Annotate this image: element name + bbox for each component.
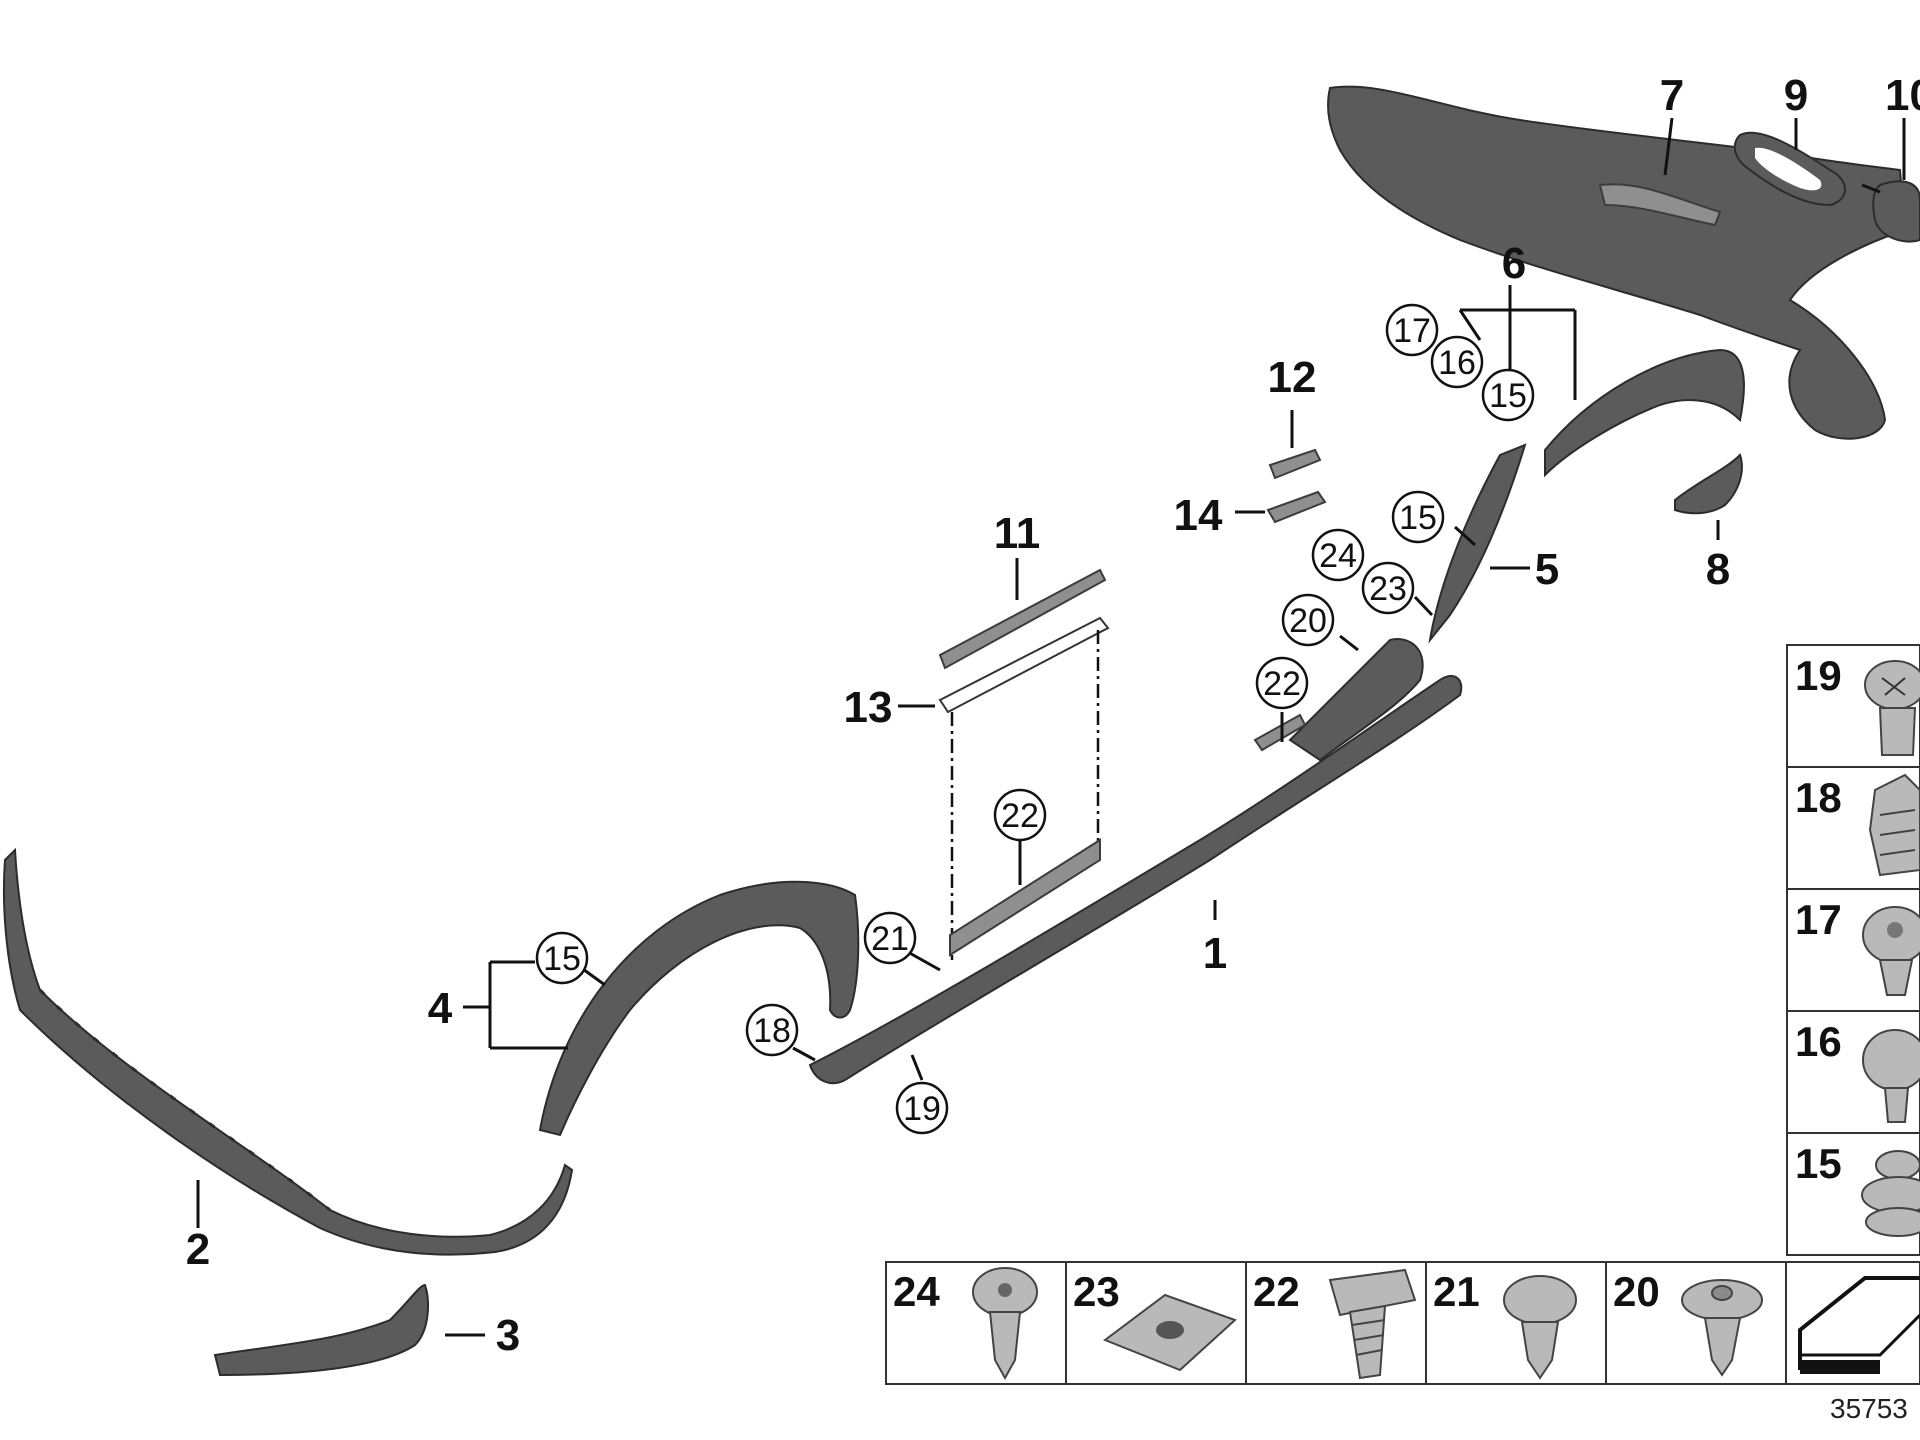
label-part-6: 6 bbox=[1502, 239, 1526, 288]
side-skirt-rear-support bbox=[1288, 638, 1424, 762]
label-part-1: 1 bbox=[1203, 929, 1227, 978]
svg-text:17: 17 bbox=[1393, 312, 1431, 350]
svg-text:24: 24 bbox=[893, 1268, 940, 1315]
svg-text:15: 15 bbox=[1795, 1140, 1842, 1187]
label-part-5: 5 bbox=[1535, 545, 1559, 594]
label-part-14: 14 bbox=[1174, 491, 1223, 540]
svg-text:19: 19 bbox=[1795, 652, 1842, 699]
callout-23: 23 bbox=[1361, 561, 1415, 615]
fastener-box-16: 16 bbox=[1786, 1010, 1920, 1134]
strip-part-13 bbox=[938, 616, 1110, 714]
fastener-box-19: 19 bbox=[1786, 644, 1920, 768]
fastener-box-15: 15 bbox=[1786, 1132, 1920, 1256]
label-part-13: 13 bbox=[844, 683, 893, 732]
front-lip-piece-part bbox=[213, 1283, 429, 1377]
svg-text:18: 18 bbox=[1795, 774, 1842, 821]
rear-bumper-part bbox=[1327, 85, 1907, 440]
fastener-box-24: 24 bbox=[885, 1261, 1067, 1385]
strip-part-11 bbox=[938, 568, 1107, 670]
label-part-12: 12 bbox=[1268, 353, 1317, 402]
label-part-8: 8 bbox=[1706, 545, 1730, 594]
fastener-box-20: 20 bbox=[1605, 1261, 1787, 1385]
callout-20: 20 bbox=[1281, 593, 1335, 647]
tow-hook-cover-part bbox=[1872, 180, 1920, 243]
label-part-11: 11 bbox=[994, 509, 1041, 558]
callout-21: 21 bbox=[863, 911, 917, 965]
fastener-box-23: 23 bbox=[1065, 1261, 1247, 1385]
svg-text:15: 15 bbox=[1489, 377, 1527, 415]
svg-text:20: 20 bbox=[1289, 602, 1327, 640]
fastener-box-17: 17 bbox=[1786, 888, 1920, 1012]
fastener-box-22: 22 bbox=[1245, 1261, 1427, 1385]
svg-text:21: 21 bbox=[1433, 1268, 1480, 1315]
callout-17: 17 bbox=[1385, 303, 1439, 357]
callout-24: 24 bbox=[1311, 528, 1365, 582]
wheel-arch-extension-part bbox=[1428, 443, 1527, 644]
svg-text:18: 18 bbox=[753, 1012, 791, 1050]
side-skirt-mount-pad bbox=[1253, 713, 1307, 752]
plate-part-14 bbox=[1266, 490, 1327, 524]
callout-18: 18 bbox=[745, 1003, 799, 1057]
svg-text:19: 19 bbox=[903, 1090, 941, 1128]
bracket-part bbox=[1674, 453, 1743, 515]
callout-22-rear: 22 bbox=[1255, 656, 1309, 710]
svg-text:22: 22 bbox=[1001, 797, 1039, 835]
callout-15-rear-upper: 15 bbox=[1481, 368, 1535, 422]
label-part-2: 2 bbox=[186, 1225, 210, 1274]
side-skirt-upper-panel bbox=[949, 838, 1101, 957]
svg-text:23: 23 bbox=[1073, 1268, 1120, 1315]
svg-text:16: 16 bbox=[1438, 344, 1476, 382]
svg-text:23: 23 bbox=[1369, 570, 1407, 608]
diagram-reference-number: 35753 bbox=[1830, 1393, 1908, 1424]
label-part-3: 3 bbox=[496, 1311, 520, 1360]
svg-text:24: 24 bbox=[1319, 537, 1357, 575]
svg-text:22: 22 bbox=[1263, 665, 1301, 703]
label-part-4: 4 bbox=[428, 984, 453, 1033]
rear-wheel-arch-trim-part bbox=[1544, 348, 1745, 478]
svg-text:15: 15 bbox=[543, 940, 581, 978]
callout-15-rear-lower: 15 bbox=[1391, 490, 1445, 544]
fastener-box-18: 18 bbox=[1786, 766, 1920, 890]
front-bumper-lip-part bbox=[2, 847, 574, 1256]
svg-text:22: 22 bbox=[1253, 1268, 1300, 1315]
vehicle-position-icon bbox=[1785, 1261, 1920, 1385]
label-part-7: 7 bbox=[1660, 71, 1684, 120]
svg-text:16: 16 bbox=[1795, 1018, 1842, 1065]
side-skirt-part bbox=[808, 675, 1463, 1085]
callout-16: 16 bbox=[1430, 335, 1484, 389]
callout-22-front: 22 bbox=[993, 788, 1047, 842]
svg-text:20: 20 bbox=[1613, 1268, 1660, 1315]
bumper-exhaust-cutout bbox=[1598, 183, 1722, 227]
svg-text:17: 17 bbox=[1795, 896, 1842, 943]
label-part-9: 9 bbox=[1784, 71, 1808, 120]
front-wheel-arch-trim-part bbox=[538, 880, 860, 1137]
callout-19: 19 bbox=[895, 1081, 949, 1135]
svg-text:15: 15 bbox=[1399, 499, 1437, 537]
fastener-box-21: 21 bbox=[1425, 1261, 1607, 1385]
label-part-10: 10 bbox=[1885, 71, 1920, 120]
svg-text:21: 21 bbox=[871, 920, 909, 958]
clip-part-12 bbox=[1268, 448, 1322, 480]
callout-15-front: 15 bbox=[535, 931, 589, 985]
